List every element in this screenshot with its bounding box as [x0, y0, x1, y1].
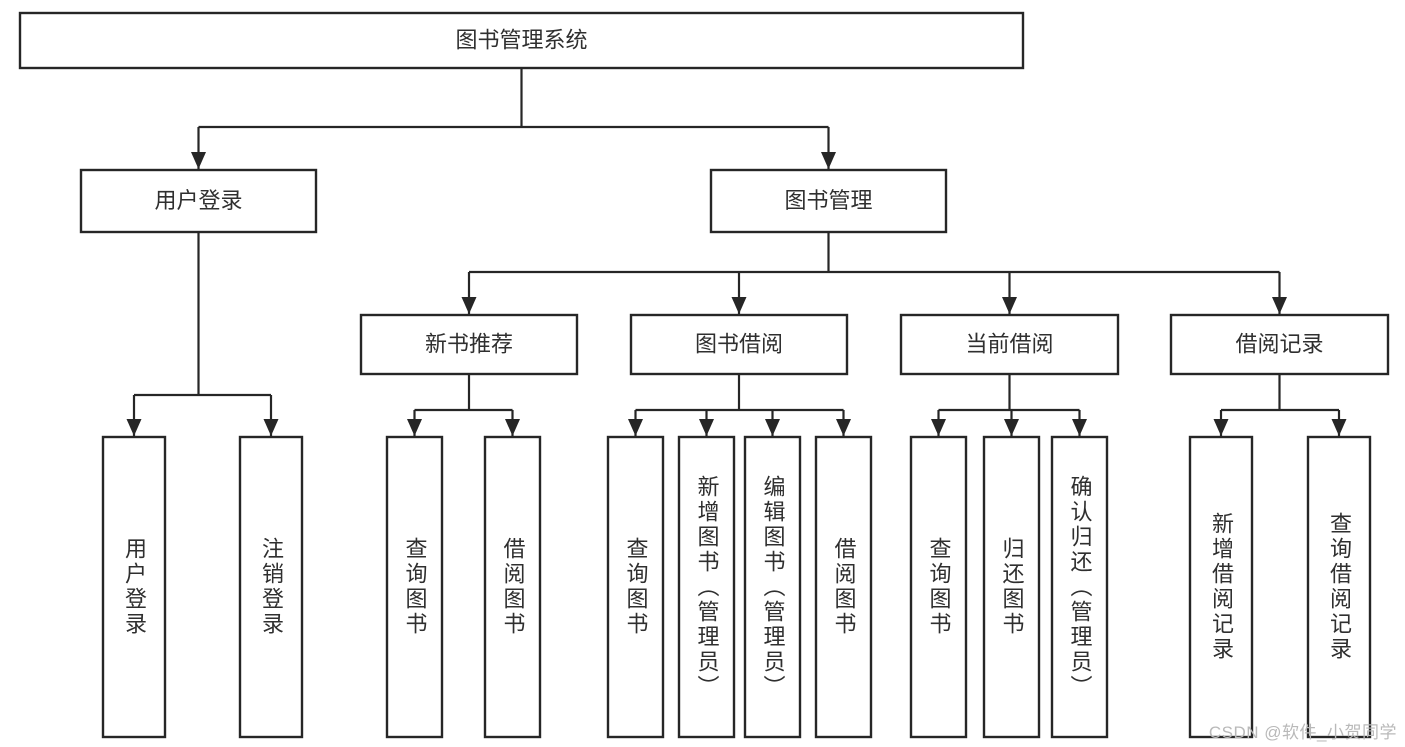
node-box-user-login[interactable]	[79, 168, 318, 234]
arrow-head-icon	[765, 419, 780, 436]
arrow-head-icon	[1004, 419, 1019, 436]
arrow-head-icon	[1002, 297, 1017, 314]
arrow-head-icon	[731, 297, 747, 314]
arrow-head-icon	[126, 419, 142, 436]
arrow-head-icon	[628, 419, 643, 436]
node-label-user-login: 用户登录	[154, 188, 242, 213]
node-box-leaf-user-login[interactable]	[101, 435, 167, 739]
connector-lines	[126, 68, 1347, 436]
csdn-watermark: CSDN @软件_小贺同学	[1208, 723, 1397, 742]
node-box-leaf-borrow-book[interactable]	[814, 435, 873, 739]
node-label-book-borrow: 图书借阅	[695, 331, 783, 356]
node-box-leaf-add-book[interactable]	[677, 435, 736, 739]
node-box-leaf-add-borrow-record[interactable]	[1188, 435, 1254, 739]
node-box-leaf-query-borrow-record[interactable]	[1306, 435, 1372, 739]
arrow-head-icon	[931, 419, 946, 436]
node-label-root: 图书管理系统	[455, 27, 587, 52]
arrow-head-icon	[263, 419, 279, 436]
arrow-head-icon	[191, 152, 206, 169]
arrow-head-icon	[1072, 419, 1087, 436]
node-box-new-book-recommend[interactable]	[359, 313, 579, 376]
node-box-leaf-query-book-borrow[interactable]	[606, 435, 665, 739]
node-label-current-borrow: 当前借阅	[965, 331, 1053, 356]
node-box-borrow-record[interactable]	[1169, 313, 1390, 376]
node-box-book-manage[interactable]	[709, 168, 948, 234]
node-box-book-borrow[interactable]	[629, 313, 849, 376]
arrow-head-icon	[699, 419, 714, 436]
node-box-leaf-query-book-current[interactable]	[909, 435, 968, 739]
node-label-book-manage: 图书管理	[784, 188, 872, 213]
arrow-head-icon	[1331, 419, 1347, 436]
node-box-leaf-return-book[interactable]	[982, 435, 1041, 739]
arrow-head-icon	[836, 419, 851, 436]
node-box-leaf-edit-book[interactable]	[743, 435, 802, 739]
arrow-head-icon	[407, 419, 422, 436]
node-label-new-book-recommend: 新书推荐	[425, 331, 513, 356]
node-label-borrow-record: 借阅记录	[1235, 331, 1323, 356]
node-box-current-borrow[interactable]	[899, 313, 1120, 376]
node-box-leaf-query-book-recommend[interactable]	[385, 435, 444, 739]
arrow-head-icon	[1213, 419, 1229, 436]
node-box-leaf-logout-login[interactable]	[238, 435, 304, 739]
arrow-head-icon	[821, 152, 836, 169]
arrow-head-icon	[461, 297, 477, 314]
node-box-leaf-borrow-book-recommend[interactable]	[483, 435, 542, 739]
node-boxes	[18, 11, 1390, 739]
arrow-head-icon	[1272, 297, 1287, 314]
arrow-head-icon	[505, 419, 520, 436]
node-box-leaf-confirm-return[interactable]	[1050, 435, 1109, 739]
node-box-root[interactable]	[18, 11, 1025, 70]
